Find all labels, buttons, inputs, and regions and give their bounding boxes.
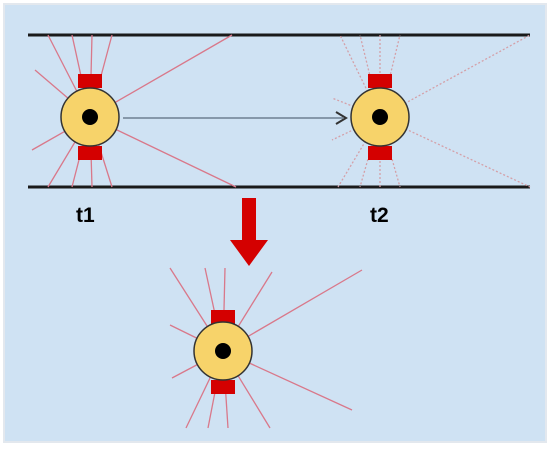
brake-pad-icon [211, 380, 235, 394]
sensor-ray [339, 34, 381, 118]
label-t1: t1 [76, 204, 95, 227]
arrow-down-icon [230, 198, 268, 266]
brake-pad-icon [78, 74, 102, 88]
brake-pad-icon [368, 146, 392, 160]
sensor-ray [379, 116, 531, 188]
brake-pad-icon [211, 310, 235, 324]
wheel-icon-result [193, 310, 253, 394]
brake-pad-icon [368, 74, 392, 88]
brake-pad-icon [78, 146, 102, 160]
label-t2: t2 [370, 204, 389, 227]
wheel-icon-t2 [350, 74, 410, 160]
wheel-icon-t1 [60, 74, 120, 160]
arrow-right-icon [123, 111, 348, 125]
